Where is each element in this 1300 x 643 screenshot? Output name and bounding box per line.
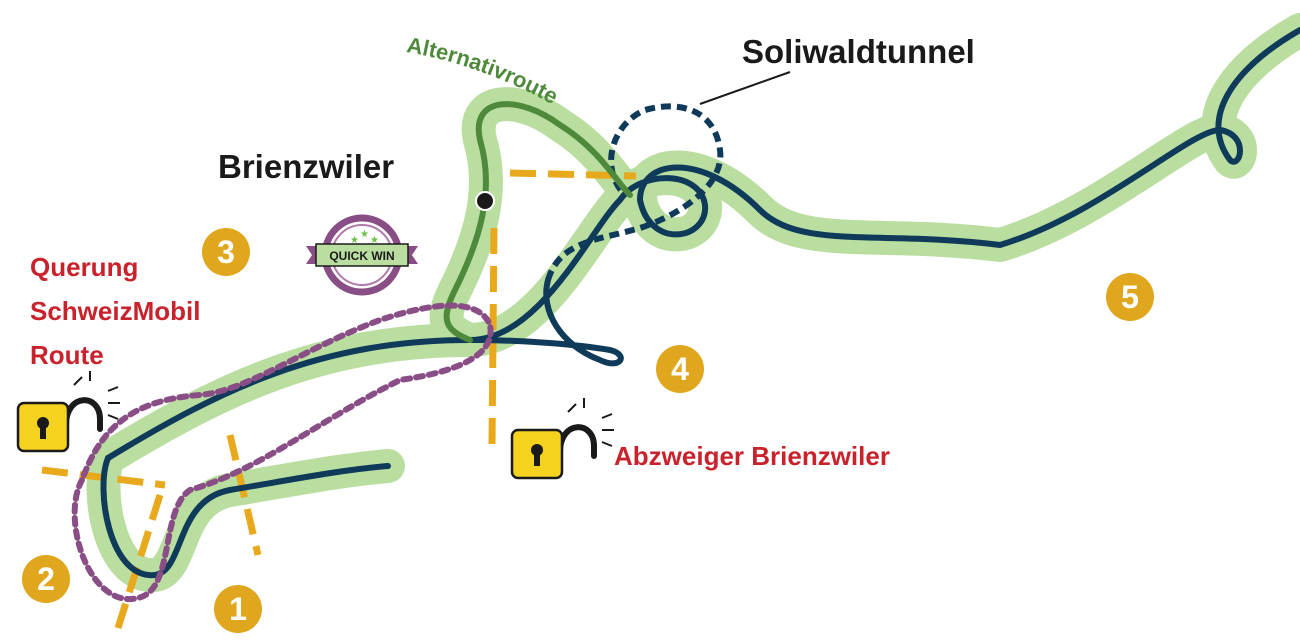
crossing-tunnel (509, 169, 637, 180)
brienzwiler-label: Brienzwiler (218, 148, 395, 185)
unlocked-padlock-icon (510, 398, 614, 480)
svg-text:★: ★ (370, 235, 379, 246)
crossing-1 (226, 434, 262, 556)
svg-text:★: ★ (360, 229, 369, 240)
marker-1: 1 (214, 585, 262, 633)
tunnel-dashed (545, 103, 724, 281)
tunnel-label-pointer (699, 71, 791, 105)
abzweiger-label: Abzweiger Brienzwiler (614, 441, 890, 471)
tunnel-route (545, 103, 724, 281)
lower-road (100, 455, 391, 579)
querung-line-1: Querung (30, 252, 139, 282)
querung-label: Querung SchweizMobil Route (30, 245, 200, 377)
marker-2: 2 (22, 555, 70, 603)
soliwaldtunnel-label: Soliwaldtunnel (742, 33, 975, 70)
querung-line-2: SchweizMobil (30, 296, 201, 326)
unlocked-padlock-icon (16, 371, 120, 453)
marker-5: 5 (1106, 273, 1154, 321)
quick-win-badge-icon: ★ ★ ★ QUICK WIN (306, 214, 418, 296)
querung-loop (71, 302, 494, 603)
crossing-2b (114, 493, 164, 630)
quick-win-text: QUICK WIN (329, 249, 394, 263)
alternative-route (443, 101, 633, 343)
side-spur-loop (467, 277, 624, 367)
marker-3: 3 (202, 228, 250, 276)
querung-line-3: Route (30, 340, 104, 370)
svg-text:★: ★ (350, 235, 359, 246)
village-dot-icon (475, 191, 495, 211)
route-lines (100, 27, 1300, 579)
main-route (105, 27, 1300, 461)
main-route-halo (91, 13, 1300, 475)
marker-4: 4 (656, 345, 704, 393)
